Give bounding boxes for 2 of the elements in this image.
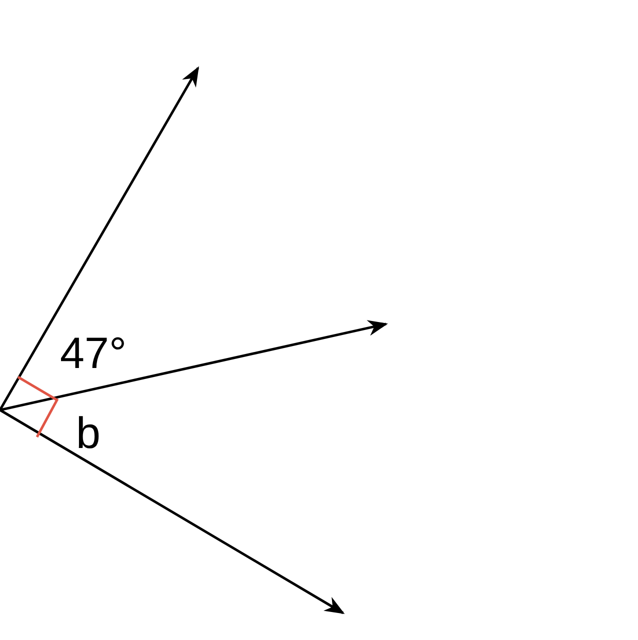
angle-label: b [76,412,100,456]
angle-label: 47° [60,332,127,376]
